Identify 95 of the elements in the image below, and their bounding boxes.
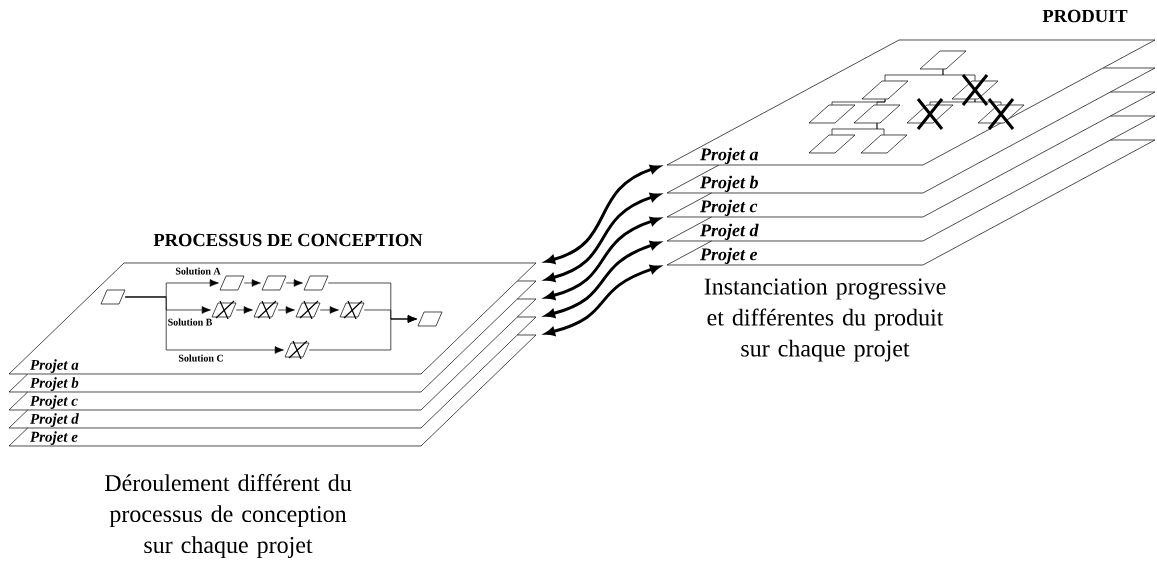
process-step bbox=[100, 289, 126, 305]
sheet-border bbox=[922, 171, 962, 194]
crossed-out-step bbox=[339, 300, 365, 320]
sheet-border bbox=[420, 427, 441, 447]
sheet-border bbox=[1077, 136, 1117, 158]
sheet: Projet b bbox=[666, 164, 924, 194]
branch-label: Solution A bbox=[175, 267, 221, 275]
component-box bbox=[808, 134, 856, 154]
sheet: Projet e bbox=[8, 427, 422, 447]
crossed-out-component bbox=[977, 98, 1025, 130]
sheet-border bbox=[961, 199, 1001, 221]
sheet: Projet d bbox=[8, 409, 422, 429]
tree-connector bbox=[974, 98, 1002, 106]
crossed-out-step bbox=[295, 300, 321, 320]
tree-connector bbox=[942, 68, 976, 82]
component-box bbox=[808, 104, 856, 124]
sheet-border bbox=[459, 336, 479, 356]
sheet-border bbox=[478, 371, 499, 391]
heading: PROCESSUS DE CONCEPTION bbox=[153, 233, 423, 247]
crossed-out-step bbox=[253, 300, 279, 320]
flow-arrow bbox=[308, 315, 417, 351]
sheet-border bbox=[1110, 91, 1156, 114]
sheet-border bbox=[1102, 67, 1156, 90]
component-box bbox=[861, 80, 909, 100]
sheet-border bbox=[439, 408, 460, 428]
heading: PRODUIT bbox=[1042, 9, 1128, 23]
flow-arrow bbox=[235, 306, 253, 314]
sheet-border bbox=[459, 390, 479, 410]
sheet-border bbox=[961, 175, 1001, 197]
sheet-border bbox=[497, 299, 518, 319]
component-box bbox=[860, 134, 908, 154]
crossed-out-component bbox=[906, 98, 954, 130]
tree-connector bbox=[876, 122, 885, 136]
flow-arrow bbox=[124, 296, 284, 354]
sheet: Projet b bbox=[8, 373, 422, 393]
flow-arrow bbox=[319, 306, 339, 314]
sheet-border bbox=[439, 390, 460, 410]
sheet: Projet c bbox=[8, 391, 422, 411]
flow-arrow bbox=[243, 279, 261, 287]
sheet-border bbox=[478, 335, 499, 355]
sheet-border bbox=[497, 353, 518, 373]
crossed-out-step bbox=[284, 340, 310, 360]
sheet-border bbox=[1038, 133, 1078, 155]
process-step bbox=[219, 275, 245, 291]
process-step bbox=[303, 275, 329, 291]
sheet-border bbox=[478, 317, 499, 337]
sheet-border bbox=[1038, 109, 1078, 131]
process-step bbox=[261, 275, 287, 291]
sheet: Projet d bbox=[666, 216, 924, 242]
sheet-border bbox=[459, 372, 479, 392]
sheet-border bbox=[922, 195, 962, 218]
component-box bbox=[919, 50, 967, 70]
sheet-border bbox=[439, 354, 460, 374]
flow-arrow bbox=[285, 279, 303, 287]
sheet-border bbox=[420, 391, 441, 411]
process-step bbox=[417, 311, 443, 327]
sheet-border bbox=[1038, 157, 1078, 179]
sheet-border bbox=[516, 334, 537, 354]
branch-label: Solution C bbox=[178, 354, 223, 362]
sheet-border bbox=[497, 317, 518, 337]
sheet-border bbox=[961, 151, 1001, 173]
sheet-border bbox=[516, 280, 537, 300]
caption: Instanciation progressive et différentes du produit sur chaque projet bbox=[704, 278, 946, 362]
sheet-border bbox=[1110, 139, 1156, 162]
caption: Déroulement différent du processus de conception sur chaque projet bbox=[104, 474, 352, 558]
sheet-border bbox=[922, 243, 962, 266]
flow-arrow bbox=[277, 306, 295, 314]
sheet-border bbox=[1077, 112, 1117, 134]
sheet: Projet c bbox=[666, 192, 924, 218]
branch-label: Solution B bbox=[168, 318, 213, 326]
crossed-out-step bbox=[211, 300, 237, 320]
sheet-border bbox=[420, 409, 441, 429]
tree-connector bbox=[876, 98, 886, 106]
crossed-out-component bbox=[951, 74, 999, 106]
sheet: Projet e bbox=[666, 240, 924, 266]
sheet-border bbox=[1077, 88, 1117, 110]
sheet-border bbox=[1000, 178, 1040, 200]
sheet-border bbox=[1077, 160, 1117, 182]
sheet-border bbox=[1000, 130, 1040, 152]
sheet-border bbox=[1110, 115, 1156, 138]
sheet-border bbox=[478, 353, 499, 373]
sheet-border bbox=[961, 223, 1001, 245]
tree-connector bbox=[929, 98, 976, 106]
sheet-border bbox=[420, 373, 441, 393]
sheet-border bbox=[516, 316, 537, 336]
sheet-border bbox=[497, 335, 518, 355]
sheet-border bbox=[1038, 181, 1078, 203]
sheet-border bbox=[922, 219, 962, 242]
sheet-border bbox=[1000, 154, 1040, 176]
sheet-border bbox=[516, 298, 537, 318]
sheet-border bbox=[459, 354, 479, 374]
sheet-border bbox=[439, 372, 460, 392]
sheet-border bbox=[1000, 202, 1040, 224]
component-box bbox=[853, 104, 901, 124]
node-label: Projet a bbox=[699, 147, 759, 165]
